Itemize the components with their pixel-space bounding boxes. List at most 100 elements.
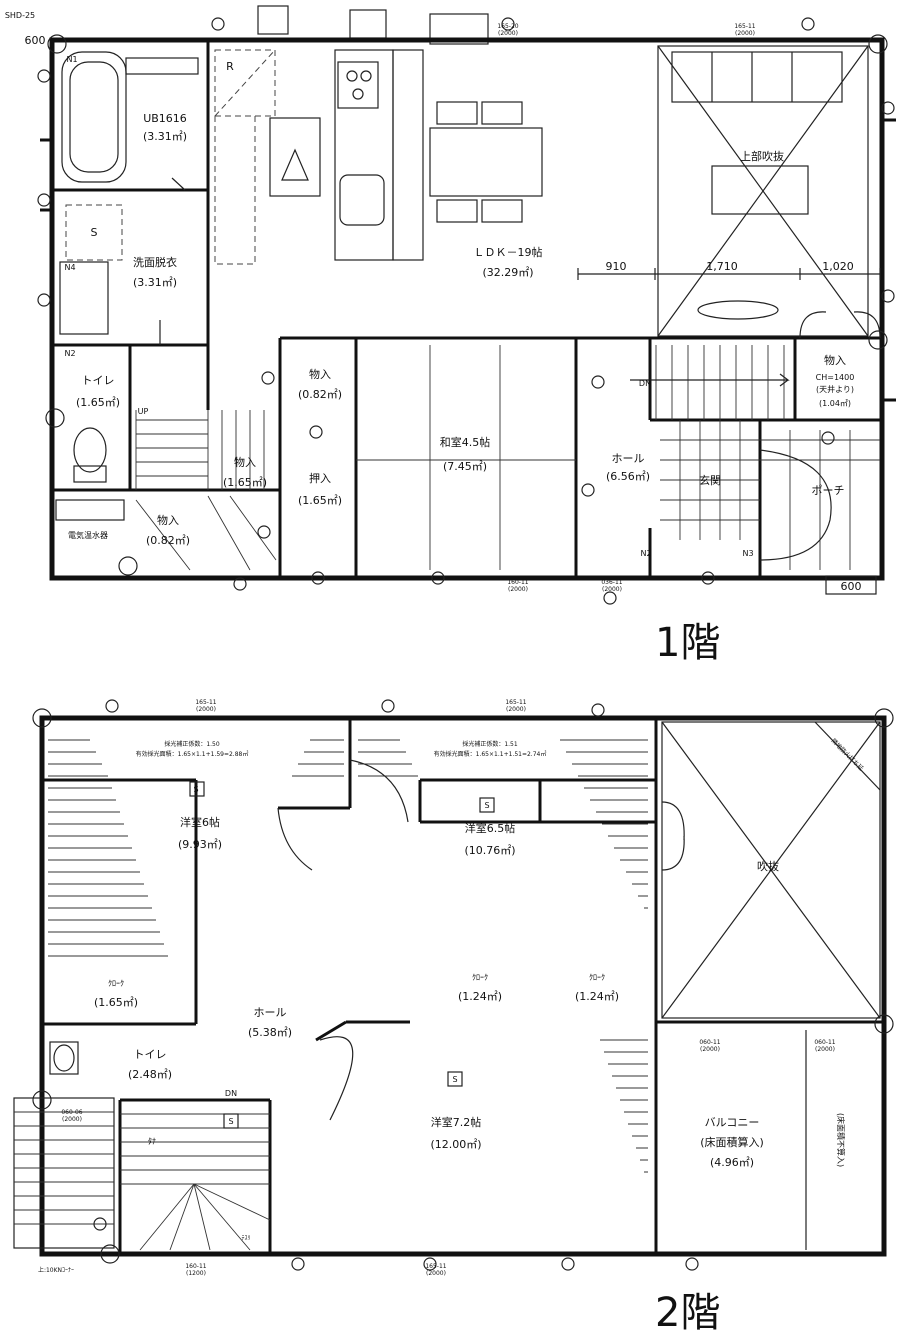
floor1-caption: 1階: [655, 620, 720, 666]
room-balc-name: バルコニー: [705, 1116, 760, 1129]
floor1-outer-wall: [49, 37, 885, 581]
f2-note-top1b: (2000): [196, 706, 216, 713]
room-hall-area: (6.56㎡): [606, 470, 650, 483]
f2-note-bot1: 160-11: [185, 1263, 206, 1270]
r-label: R: [226, 60, 234, 73]
floor1-plan: [37, 5, 896, 605]
room-hall2-area: (5.38㎡): [248, 1026, 292, 1039]
s-label: S: [91, 226, 98, 239]
room-cl3-area: (1.24㎡): [575, 990, 619, 1003]
note-top1: 165-20: [497, 23, 518, 30]
floor1-labels: SHD-25 600 R S N1 N2 N4 N2 N3 UB1616 (3.…: [5, 11, 862, 666]
f2-note-top1: 165-11: [195, 699, 216, 706]
dim-1020: 1,020: [822, 260, 854, 273]
note-top1b: (2000): [498, 30, 518, 37]
s-box-3: S: [452, 1075, 457, 1084]
dim-600-left: 600: [25, 34, 46, 47]
room-oshi-area: (1.65㎡): [298, 494, 342, 507]
ceiling-label: CH=1400: [816, 373, 855, 382]
stove: [337, 61, 379, 109]
balc-area-value: (4.96㎡): [710, 1156, 754, 1169]
shd-label: SHD-25: [5, 11, 35, 20]
room-st2-area: (1.65㎡): [223, 476, 267, 489]
corner-label: 上:10KNｺｰﾅｰ: [38, 1266, 74, 1274]
dim-600-right: 600: [841, 580, 862, 593]
light2: 採光補正係数：1.51: [462, 740, 518, 748]
dn-label-f1: DN: [639, 379, 651, 388]
note-bot2b: (2000): [602, 586, 622, 593]
f2-note-stair: 060-06: [61, 1109, 82, 1116]
s-box-4: S: [228, 1117, 233, 1126]
void-label: 吹抜: [757, 859, 779, 873]
kitchen-counter: [334, 49, 394, 261]
note-top2b: (2000): [735, 30, 755, 37]
room-cl3-name: ｸﾛｰｸ: [589, 973, 605, 982]
f2-note-bot2b: (2000): [426, 1270, 446, 1277]
note-bot2: 036-11: [601, 579, 622, 586]
coffee-table: [711, 165, 809, 215]
toilet-bowl: [73, 427, 107, 473]
f2-note-mid1b: (2000): [700, 1046, 720, 1053]
room-oshi-name: 押入: [309, 471, 331, 485]
room-r65-name: 洋室6.5帖: [465, 821, 516, 835]
room-r6-name: 洋室6帖: [180, 815, 220, 829]
water-heater-label: 電気温水器: [68, 530, 108, 540]
room-st1-name: 物入: [309, 367, 331, 381]
room-hall2-name: ホール: [254, 1006, 287, 1019]
washbasin: [59, 261, 109, 335]
room-r72-name: 洋室7.2帖: [431, 1115, 482, 1129]
n2b-label: N2: [640, 549, 651, 558]
sofa: [671, 51, 843, 103]
hatch-left: [48, 739, 648, 1173]
porch-label: ポーチ: [812, 484, 845, 497]
floor2-caption: 2階: [655, 1290, 720, 1336]
dining-table: [429, 127, 543, 197]
light2b: 有効採光面積：1.65×1.1+1.51=2.74㎡: [434, 750, 547, 758]
n3-label: N3: [742, 549, 753, 558]
note-top2: 165-11: [734, 23, 755, 30]
stairwell-open-label: 上部吹抜: [740, 149, 784, 163]
s-box-2: S: [484, 801, 489, 810]
room-st1-area: (0.82㎡): [298, 388, 342, 401]
sink: [339, 174, 385, 226]
light1b: 有効採光面積：1.65×1.1+1.59=2.88㎡: [136, 750, 249, 758]
room-ldk-area: (32.29㎡): [482, 266, 533, 279]
n4-label: N4: [64, 263, 75, 272]
f2-note-bot1b: (1200): [186, 1270, 206, 1277]
room-cl2-area: (1.24㎡): [458, 990, 502, 1003]
column-markers-floor1: [37, 17, 895, 605]
room-r6-area: (9.93㎡): [178, 838, 222, 851]
note-bot1: 160-11: [507, 579, 528, 586]
dim-910: 910: [606, 260, 627, 273]
f2-note-stairb: (2000): [62, 1116, 82, 1123]
tana-label: ﾀﾅ: [148, 1137, 156, 1146]
f2-note-bot2: 165-11: [425, 1263, 446, 1270]
room-cl1-area: (1.65㎡): [94, 996, 138, 1009]
room-ub-name: UB1616: [143, 112, 187, 125]
light1: 採光補正係数：1.50: [164, 740, 220, 748]
room-toilet-name: トイレ: [82, 374, 115, 387]
s-box-1: S: [193, 785, 198, 794]
room-washitsu-name: 和室4.5帖: [440, 435, 491, 449]
dim-1710: 1,710: [706, 260, 738, 273]
dn-label-f2: DN: [225, 1089, 237, 1098]
room-toilet2-name: トイレ: [134, 1048, 167, 1061]
room-wash-name: 洗面脱衣: [133, 255, 177, 269]
f2-note-mid2b: (2000): [815, 1046, 835, 1053]
room-ub-area: (3.31㎡): [143, 130, 187, 143]
room-ldk-name: ＬＤＫ－19帖: [474, 246, 543, 259]
room-balc-area: (床面積算入): [700, 1135, 764, 1149]
room-wash-area: (3.31㎡): [133, 276, 177, 289]
n2-label: N2: [64, 349, 75, 358]
room-cl2-name: ｸﾛｰｸ: [472, 973, 488, 982]
f2-note-top2: 165-11: [505, 699, 526, 706]
room-hall-name: ホール: [612, 452, 645, 465]
tesuri-label: ﾃｽﾘ: [241, 1235, 250, 1242]
room-toilet-area: (1.65㎡): [76, 396, 120, 409]
f2-note-mid1: 060-11: [699, 1039, 720, 1046]
column-markers-floor2: [32, 699, 894, 1271]
room-st3-name: 物入: [157, 513, 179, 527]
up-label: UP: [138, 407, 149, 416]
room-toilet2-area: (2.48㎡): [128, 1068, 172, 1081]
